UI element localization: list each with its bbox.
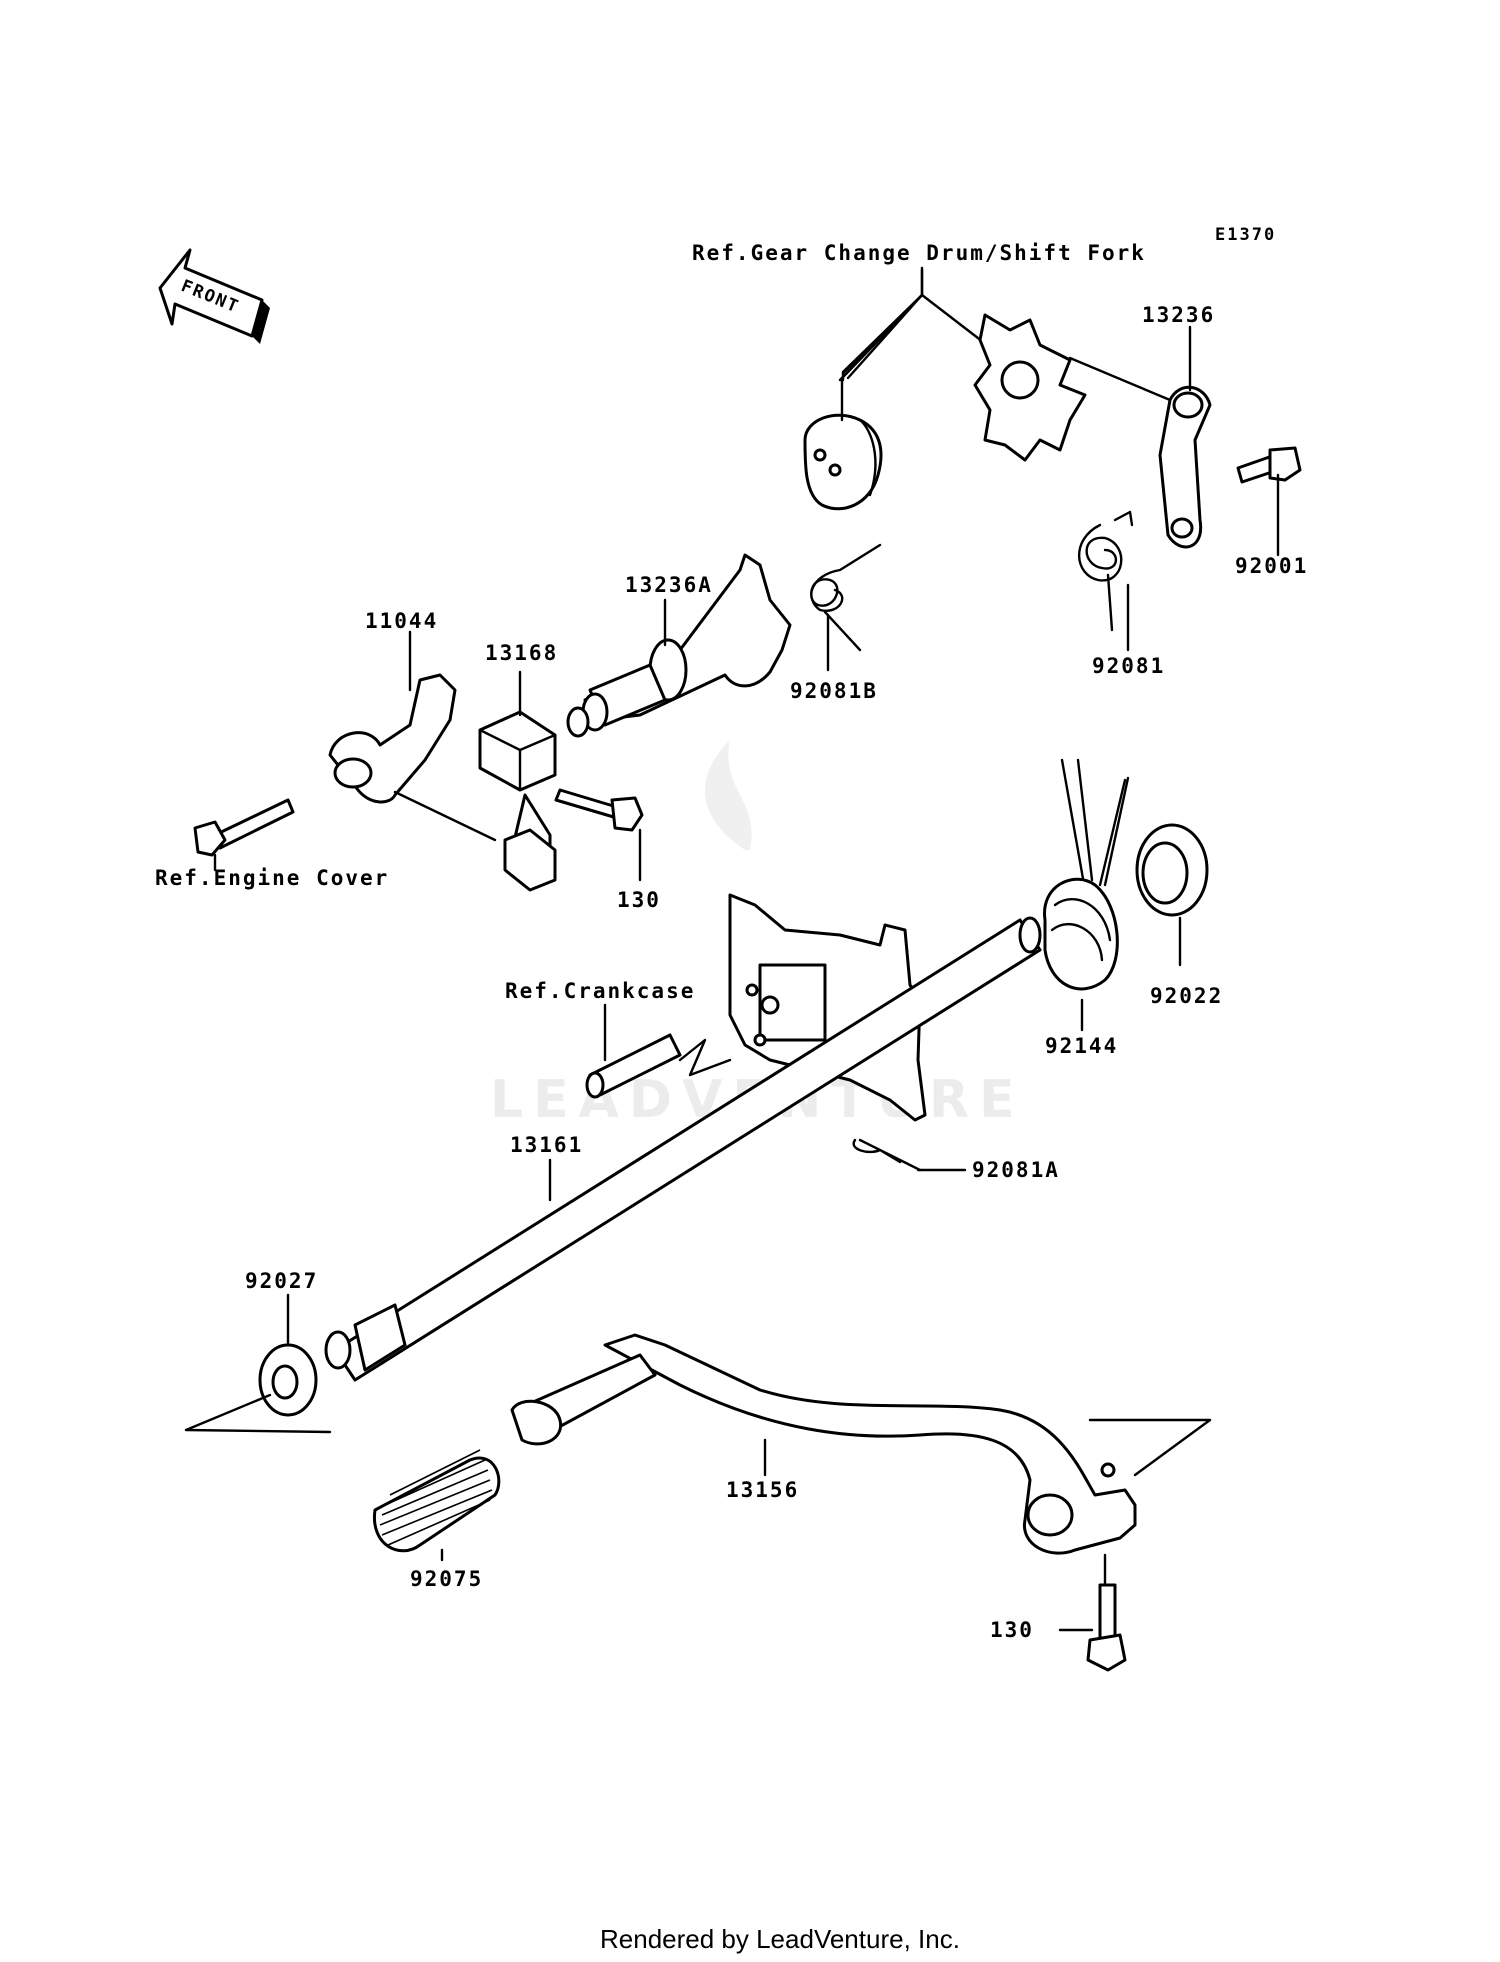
part-92022-label: 92022: [1150, 984, 1223, 1008]
part-130-lower-label: 130: [990, 1618, 1034, 1642]
clamp-13168: [478, 670, 557, 892]
spring-92081: [1077, 510, 1134, 652]
part-92081-label: 92081: [1092, 654, 1165, 678]
part-92075-label: 92075: [410, 1567, 483, 1591]
spring-92081A: [852, 1138, 967, 1172]
ref-crankcase: Ref.Crankcase: [505, 979, 695, 1003]
part-13156-label: 13156: [726, 1478, 799, 1502]
part-13168-label: 13168: [485, 641, 558, 665]
pedal-rubber-92075: [373, 1449, 501, 1562]
pedal-13156: [510, 1333, 1212, 1555]
part-92027-label: 92027: [245, 1269, 318, 1293]
ref-gear-change-drum: Ref.Gear Change Drum/Shift Fork: [692, 241, 1146, 265]
lever-11044: [328, 630, 497, 842]
part-130-upper-label: 130: [617, 888, 661, 912]
bolt-130-upper: [554, 788, 644, 882]
crankcase-pin: [585, 1003, 732, 1099]
front-arrow-icon: FRONT: [158, 248, 270, 344]
ref-engine-cover: Ref.Engine Cover: [155, 866, 389, 890]
part-13236A-label: 13236A: [625, 573, 713, 597]
part-11044-label: 11044: [365, 609, 438, 633]
spring-92144: [1043, 758, 1130, 1032]
part-92001-label: 92001: [1235, 554, 1308, 578]
part-92144-label: 92144: [1045, 1034, 1118, 1058]
washer-92022: [1135, 823, 1209, 967]
part-13161-label: 13161: [510, 1133, 583, 1157]
gear-drum-star: [973, 313, 1172, 462]
spring-92081B: [810, 543, 882, 672]
part-13236-label: 13236: [1142, 303, 1215, 327]
gear-drum-segment: [803, 376, 883, 511]
bolt-engine-cover: [193, 798, 295, 872]
bolt-130-lower: [1058, 1553, 1127, 1672]
shaft-13236A: [566, 553, 792, 738]
washer-92027: [184, 1293, 332, 1434]
footer-text: Rendered by LeadVenture, Inc.: [600, 1924, 960, 1954]
shift-shaft-arm: [728, 893, 927, 1122]
diagram-code: E1370: [1215, 225, 1276, 245]
shaft-13161: [324, 916, 1042, 1382]
part-92081B-label: 92081B: [790, 679, 878, 703]
pawl-lever-13236: [1158, 325, 1212, 549]
part-92081A-label: 92081A: [972, 1158, 1060, 1182]
bolt-92001: [1236, 446, 1302, 557]
